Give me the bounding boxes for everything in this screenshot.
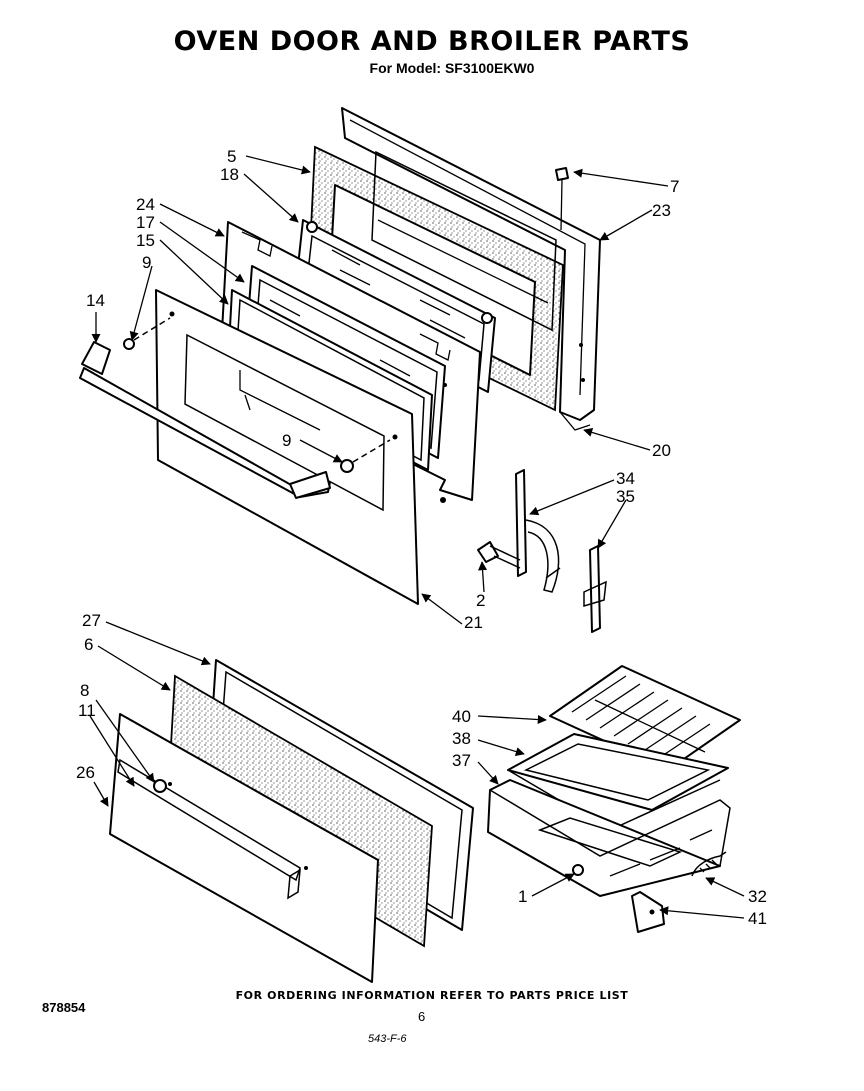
callout-15: 15: [136, 231, 155, 250]
callout-5: 5: [227, 147, 236, 166]
handle-screw-lower: [340, 439, 391, 473]
callout-26: 26: [76, 763, 95, 782]
inner-door-panel: [341, 107, 601, 431]
callout-38: 38: [452, 729, 471, 748]
page-title: OVEN DOOR AND BROILER PARTS: [173, 26, 691, 57]
model-subtitle: For Model: SF3100EKW0: [369, 60, 535, 76]
door-hinge: [515, 469, 561, 593]
callout-34: 34: [616, 469, 635, 488]
page-number: 6: [418, 1009, 426, 1024]
callout-32: 32: [748, 887, 767, 906]
callout-17: 17: [136, 213, 155, 232]
callout-27: 27: [82, 611, 101, 630]
door-roller: [477, 541, 521, 569]
callout-7: 7: [670, 177, 679, 196]
drawer-bracket: [631, 891, 665, 933]
callout-40: 40: [452, 707, 471, 726]
ordering-note: FOR ORDERING INFORMATION REFER TO PARTS …: [235, 989, 629, 1002]
callout-6: 6: [84, 635, 93, 654]
part-number: 878854: [42, 1000, 86, 1015]
callout-8: 8: [80, 681, 89, 700]
oven-door-handle: [79, 341, 331, 499]
callout-23: 23: [652, 201, 671, 220]
callout-41: 41: [748, 909, 767, 928]
callout-1: 1: [518, 887, 527, 906]
callout-24: 24: [136, 195, 155, 214]
callout-18: 18: [220, 165, 239, 184]
hinge-receiver: [583, 545, 607, 633]
drawer-spring: [691, 851, 727, 877]
panel-screw: [555, 167, 569, 231]
callout-20: 20: [652, 441, 671, 460]
callout-14: 14: [86, 291, 105, 310]
broiler-drawer: [487, 779, 731, 897]
handle-screw-upper: [123, 317, 171, 350]
document-code: 543-F-6: [368, 1033, 407, 1045]
leader-lines: [89, 155, 745, 919]
callout-2: 2: [476, 591, 485, 610]
callout-11: 11: [78, 701, 96, 720]
broiler-door-panel: [109, 713, 379, 983]
callout-35: 35: [616, 487, 635, 506]
callout-9-upper: 9: [142, 253, 151, 272]
callout-21: 21: [464, 613, 483, 632]
outer-door-panel: [155, 289, 419, 605]
callout-37: 37: [452, 751, 471, 770]
callout-9-lower: 9: [282, 431, 291, 450]
